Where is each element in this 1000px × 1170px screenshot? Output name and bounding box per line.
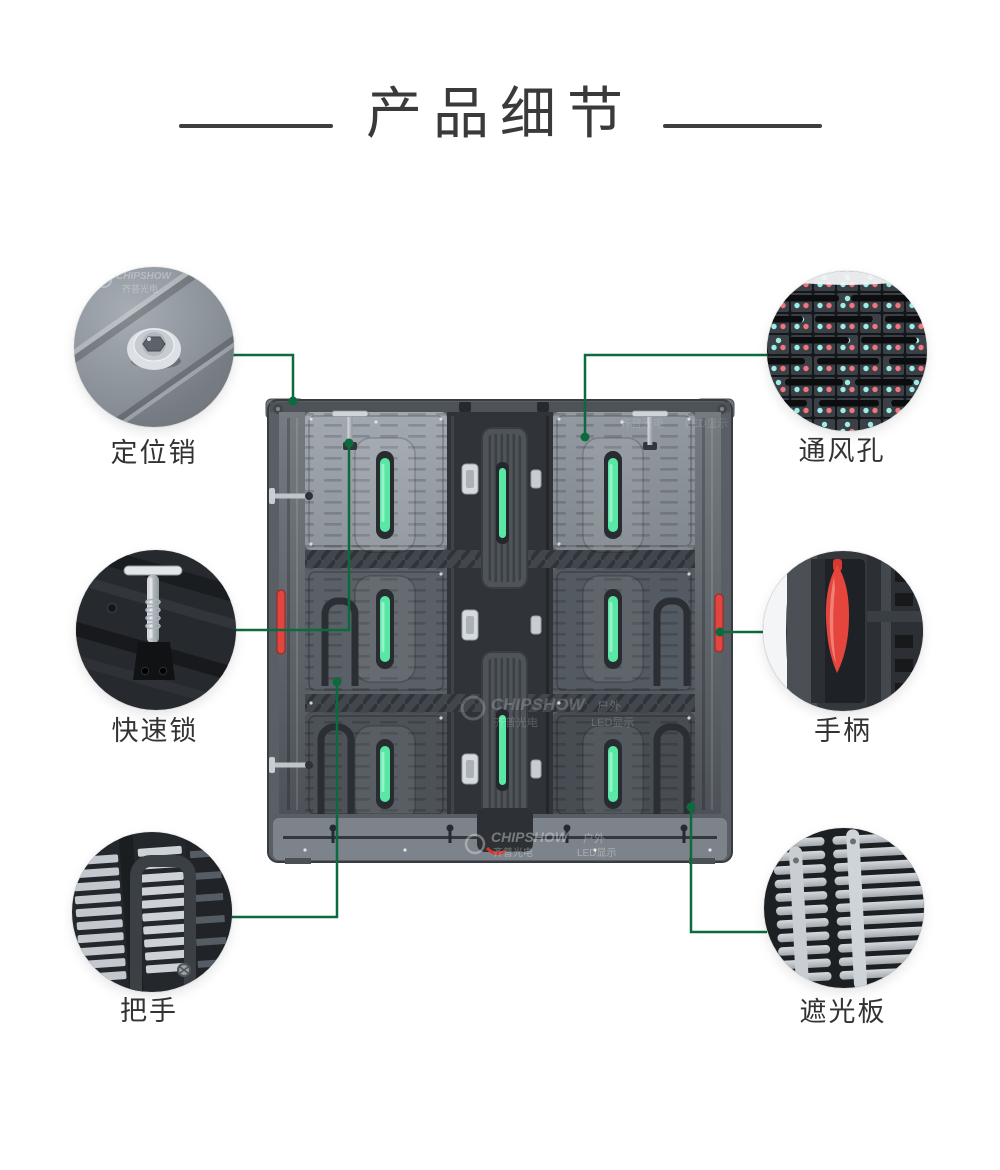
- vent-holes-photo: [767, 271, 927, 431]
- svg-text:LED显示: LED显示: [577, 847, 616, 859]
- label-vent-holes: 通风孔: [798, 436, 886, 466]
- green-pill: [604, 739, 622, 809]
- module-grid: [305, 412, 695, 818]
- label-quick-lock: 快速锁: [111, 716, 199, 746]
- green-pill: [376, 451, 394, 539]
- positioning-pin-photo: CHIPSHOW 齐普光电: [74, 267, 234, 427]
- shade-board-photo: [764, 828, 924, 988]
- handle-photo: [72, 832, 232, 992]
- svg-text:齐普光电: 齐普光电: [122, 283, 158, 294]
- page-title: 产品细节: [366, 82, 634, 145]
- svg-text:LED显示: LED显示: [685, 417, 728, 430]
- product-image-led-cabinet-rear: 齐普光电 LED显示 CHIPSHOW 齐普光电 户外 LED显示 CHIPSH…: [265, 398, 735, 864]
- module-top-right: [553, 412, 695, 550]
- spine-green-bar: [499, 468, 506, 538]
- detail-circle-vent-holes: [767, 271, 927, 431]
- detail-circle-quick-lock: [76, 550, 236, 710]
- detail-circle-handle-right: [763, 551, 923, 711]
- label-shade-board: 遮光板: [799, 997, 887, 1027]
- spine-power-box-bottom: [481, 651, 528, 819]
- cabinet: 齐普光电 LED显示 CHIPSHOW 齐普光电 户外 LED显示 CHIPSH…: [265, 398, 735, 864]
- louver-slats: [772, 829, 924, 988]
- svg-text:户外: 户外: [583, 831, 605, 845]
- label-positioning-pin: 定位销: [110, 438, 198, 468]
- svg-text:CHIPSHOW: CHIPSHOW: [491, 829, 570, 845]
- svg-text:LED显示: LED显示: [591, 716, 634, 729]
- spine-power-box-top: [481, 427, 528, 589]
- svg-text:户外: 户外: [597, 698, 621, 713]
- svg-text:齐普光电: 齐普光电: [494, 715, 538, 729]
- t-lock-handle: [123, 565, 183, 680]
- detail-circle-handle-bottom: [72, 832, 232, 992]
- title-dash-left: [179, 124, 333, 128]
- title-section: 产品细节: [0, 0, 1000, 180]
- pin: [127, 328, 181, 370]
- red-side-handle-left: [276, 589, 286, 655]
- spine-latches: [461, 463, 542, 785]
- spine-foot: [477, 808, 533, 852]
- handle-frame: [130, 855, 196, 992]
- label-handle-right: 手柄: [814, 716, 872, 746]
- watermark: CHIPSHOW 齐普光电 户外 LED显示: [464, 829, 616, 859]
- callout-line-positioning-pin: [232, 353, 295, 401]
- module-plates-and-pills: [354, 437, 644, 823]
- detail-circle-shade-board: [764, 828, 924, 988]
- green-pill: [376, 589, 394, 669]
- red-side-handle-right: [714, 593, 724, 653]
- svg-text:CHIPSHOW: CHIPSHOW: [116, 271, 173, 282]
- red-handle-photo: [763, 551, 923, 711]
- green-pill: [604, 451, 622, 539]
- detail-circle-positioning-pin: CHIPSHOW 齐普光电: [74, 267, 234, 427]
- title-dash-right: [663, 124, 822, 128]
- label-handle-bottom: 把手: [120, 996, 178, 1026]
- quick-lock-photo: [76, 550, 236, 710]
- green-pill: [376, 739, 394, 809]
- svg-text:CHIPSHOW: CHIPSHOW: [491, 695, 586, 714]
- panel-structure: [867, 551, 923, 711]
- svg-text:齐普光电: 齐普光电: [620, 416, 664, 430]
- red-handle: [825, 559, 849, 673]
- spine-green-bar: [499, 715, 506, 785]
- svg-text:齐普光电: 齐普光电: [493, 846, 533, 859]
- watermark: CHIPSHOW 齐普光电 户外 LED显示: [460, 695, 634, 729]
- green-pill: [604, 589, 622, 669]
- red-wire: [485, 846, 506, 855]
